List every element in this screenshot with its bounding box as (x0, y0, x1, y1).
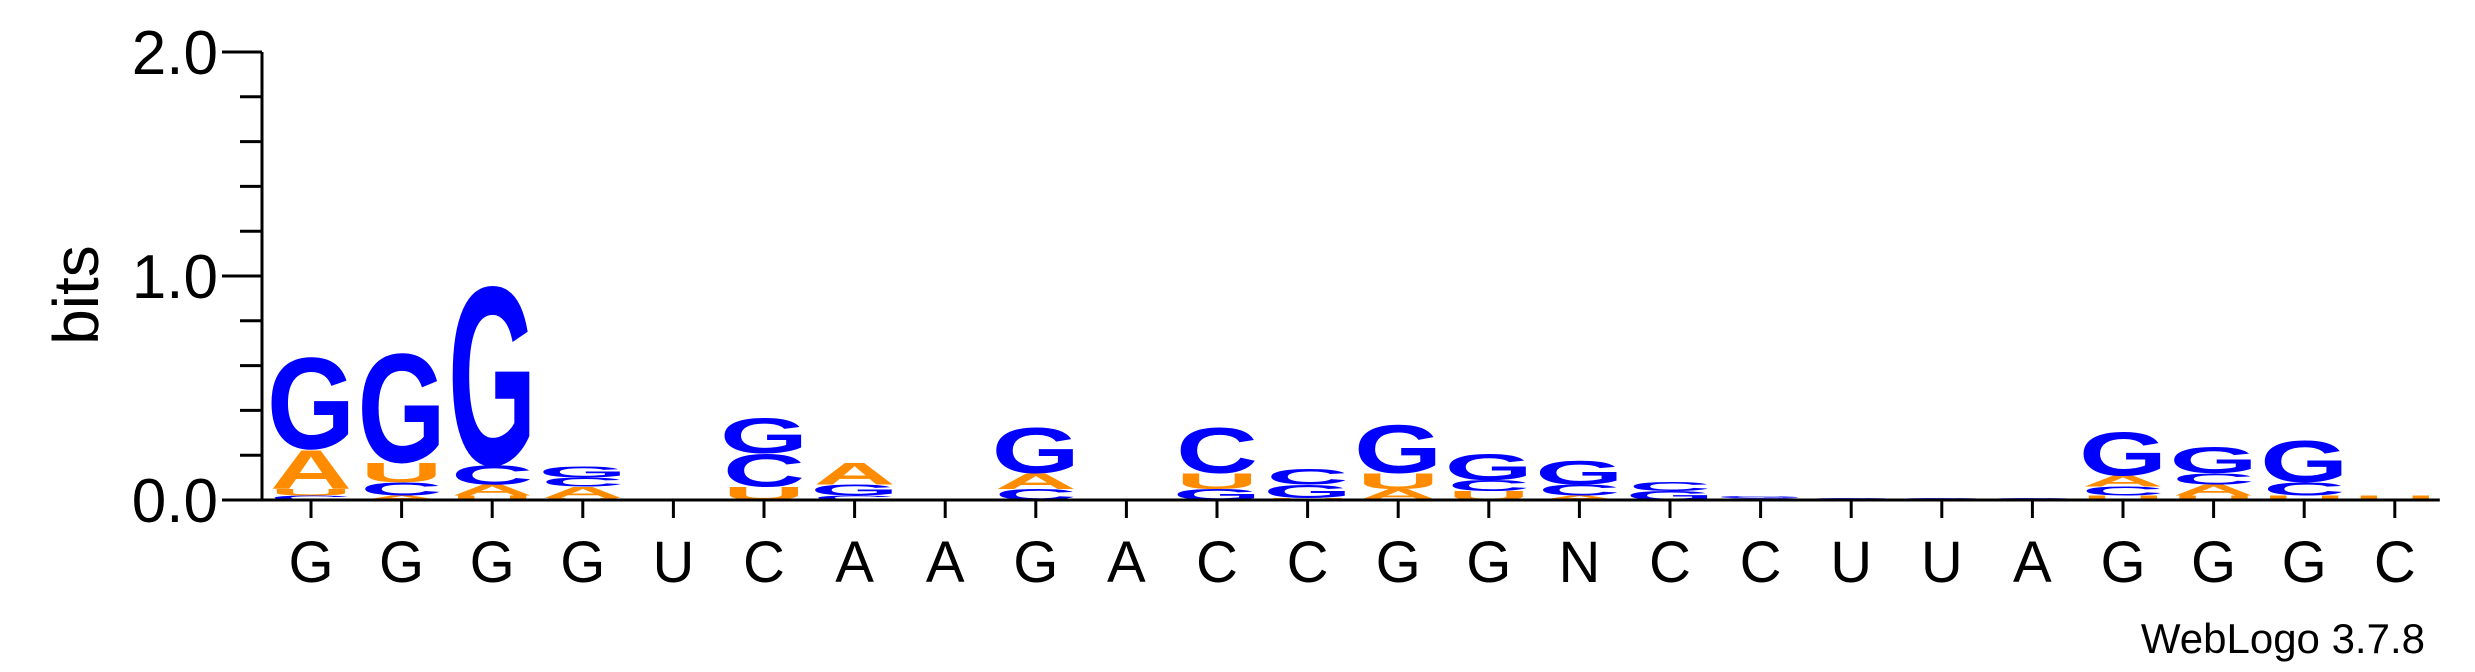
x-tick-label: U (652, 530, 694, 595)
logo-letter-A: A (542, 484, 624, 501)
logo-letter-A: A (361, 494, 443, 501)
x-tick-label: G (1466, 530, 1511, 595)
logo-letter-C: C (2082, 484, 2164, 498)
logo-letter-U: U (1176, 469, 1258, 493)
logo-letter-G: G (1354, 411, 1442, 488)
logo-letter-U: U (270, 487, 352, 497)
logo-letter-G: G (1263, 481, 1351, 502)
x-tick-label: U (1830, 530, 1872, 595)
logo-letter-A: A (270, 438, 352, 501)
logo-letter-G: G (720, 408, 808, 464)
letter-stack: U (2354, 494, 2436, 501)
logo-letter-G: G (1535, 453, 1623, 491)
logo-letter-U: U (2082, 494, 2164, 501)
logo-letter-A: A (451, 482, 533, 499)
logo-letter-G: G (810, 482, 898, 499)
logo-letter-G: G (992, 414, 1080, 487)
x-tick-label: N (1558, 530, 1600, 595)
logo-letter-G: G (2260, 429, 2348, 495)
x-tick-label: C (1196, 530, 1238, 595)
logo-letter-C: C (1267, 465, 1349, 489)
letter-stack: AUG (1354, 411, 1442, 503)
logo-letter-C: C (361, 479, 443, 500)
logo-letter-U: U (2263, 494, 2345, 501)
logo-letter-G: G (2079, 420, 2167, 489)
letter-stack: UGC (1263, 465, 1351, 502)
x-tick-label: C (1649, 530, 1691, 595)
letter-stacks: CUAGACUGUACGUACGUCGCGACAGGUCUGCAUGUCGACG… (267, 233, 2436, 519)
x-tick-label: C (743, 530, 785, 595)
x-tick-label: A (1107, 530, 1146, 595)
logo-letter-C: C (451, 459, 533, 490)
logo-letter-C: C (2263, 479, 2345, 500)
y-tick-label: 1.0 (132, 243, 218, 312)
x-tick-label: G (1376, 530, 1421, 595)
letter-stack: UCG (2260, 429, 2348, 501)
logo-letter-G: G (1445, 446, 1533, 488)
logo-letter-A: A (995, 469, 1077, 493)
logo-letter-G: G (267, 330, 355, 476)
logo-letter-A: A (2173, 482, 2255, 499)
logo-letter-G: G (448, 233, 536, 519)
x-tick-label: G (2282, 530, 2327, 595)
logo-letter-U: U (1357, 469, 1439, 493)
letter-stack: CAG (992, 414, 1080, 504)
logo-letter-A: A (1538, 494, 1620, 501)
logo-letter-G: G (1716, 495, 1804, 498)
logo-letter-A: A (2082, 473, 2164, 490)
x-tick-label: G (2100, 530, 2145, 595)
x-tick-label: G (379, 530, 424, 595)
letter-stack: UCG (1445, 446, 1533, 503)
logo-letter-U: U (361, 457, 443, 488)
logo-letter-C: C (723, 445, 805, 497)
y-tick-label: 0.0 (132, 467, 218, 536)
logo-letter-G: G (539, 464, 627, 481)
logo-letter-U: U (451, 494, 533, 501)
logo-letter-U: U (2173, 494, 2255, 501)
x-tick-label: G (560, 530, 605, 595)
x-tick-label: G (470, 530, 515, 595)
logo-letter-G: G (2169, 440, 2257, 482)
logo-letter-G: G (357, 321, 445, 495)
x-tick-label: A (835, 530, 874, 595)
logo-letter-C: C (814, 494, 896, 501)
letter-stack: CGA (810, 456, 898, 501)
letter-stack: UCG (720, 408, 808, 504)
x-tick-label: A (2013, 530, 2052, 595)
logo-letter-U: U (2354, 494, 2436, 501)
weblogo-credit: WebLogo 3.7.8 (2140, 615, 2425, 662)
x-tick-label: C (1740, 530, 1782, 595)
y-axis: 0.0 1.0 2.0 (132, 19, 264, 536)
letter-stack: ACG (1535, 453, 1623, 501)
x-tick-label: U (1921, 530, 1963, 595)
x-tick-label: G (288, 530, 333, 595)
logo-letter-C: C (270, 494, 352, 501)
x-tick-label: C (1287, 530, 1329, 595)
logo-letter-C: C (1448, 477, 1530, 494)
x-tick-label: G (1013, 530, 1058, 595)
y-tick-label: 2.0 (132, 19, 218, 88)
logo-letter-C: C (1629, 480, 1711, 494)
y-axis-label: bits (40, 245, 112, 345)
x-tick-label: G (2191, 530, 2236, 595)
logo-letter-C: C (1176, 414, 1258, 487)
logo-letter-C: C (542, 475, 624, 489)
x-tick-label: C (2374, 530, 2416, 595)
letter-stack: GUC (1173, 414, 1261, 504)
logo-letter-A: A (814, 456, 896, 491)
logo-letter-C: C (1538, 482, 1620, 499)
logo-letter-C: C (2173, 470, 2255, 487)
x-tick-label: A (926, 530, 965, 595)
